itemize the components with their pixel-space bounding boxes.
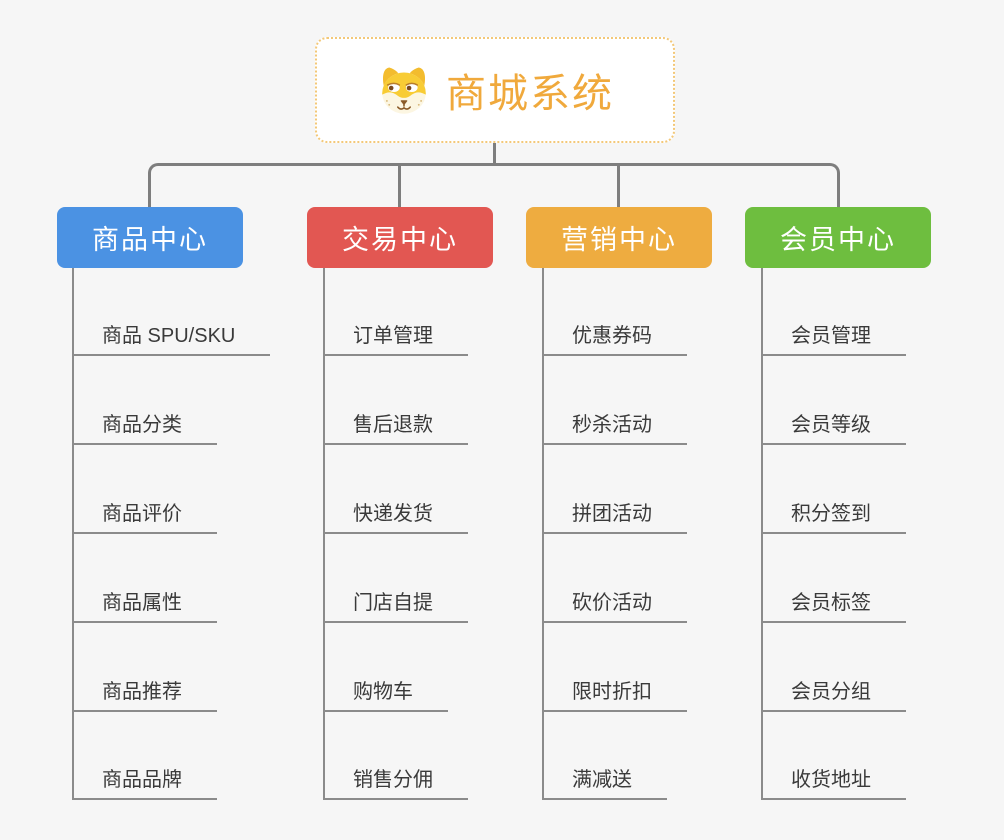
- leaf-topic[interactable]: 砍价活动: [542, 589, 687, 623]
- leaf-topic[interactable]: 秒杀活动: [542, 411, 687, 445]
- dog-face-icon: [376, 64, 432, 116]
- leaf-topic[interactable]: 商品评价: [72, 500, 217, 534]
- root-node[interactable]: 商城系统: [315, 37, 675, 143]
- branch-node-trade-center[interactable]: 交易中心: [307, 207, 493, 268]
- branch-node-member-center[interactable]: 会员中心: [745, 207, 931, 268]
- branch-drop-connector: [398, 166, 401, 207]
- leaf-topic[interactable]: 会员分组: [761, 678, 906, 712]
- leaf-topic[interactable]: 积分签到: [761, 500, 906, 534]
- leaf-topic[interactable]: 订单管理: [323, 322, 468, 356]
- branch-drop-connector: [617, 166, 620, 207]
- root-connector-stub: [493, 141, 496, 166]
- branch-spine: [761, 268, 763, 800]
- leaf-topic[interactable]: 限时折扣: [542, 678, 687, 712]
- leaf-topic[interactable]: 购物车: [323, 678, 448, 712]
- leaf-topic[interactable]: 优惠券码: [542, 322, 687, 356]
- leaf-topic[interactable]: 商品 SPU/SKU: [72, 322, 271, 356]
- branch-spine: [542, 268, 544, 800]
- leaf-topic[interactable]: 会员标签: [761, 589, 906, 623]
- leaf-topic[interactable]: 会员管理: [761, 322, 906, 356]
- leaf-topic[interactable]: 拼团活动: [542, 500, 687, 534]
- leaf-topic[interactable]: 收货地址: [761, 766, 906, 800]
- branch-spine: [72, 268, 74, 800]
- leaf-topic[interactable]: 会员等级: [761, 411, 906, 445]
- leaf-topic[interactable]: 满减送: [542, 766, 667, 800]
- leaf-topic[interactable]: 商品分类: [72, 411, 217, 445]
- leaf-topic[interactable]: 售后退款: [323, 411, 468, 445]
- branch-node-product-center[interactable]: 商品中心: [57, 207, 243, 268]
- leaf-topic[interactable]: 商品推荐: [72, 678, 217, 712]
- leaf-topic[interactable]: 商品属性: [72, 589, 217, 623]
- leaf-topic[interactable]: 商品品牌: [72, 766, 217, 800]
- leaf-topic[interactable]: 销售分佣: [323, 766, 468, 800]
- branch-spine: [323, 268, 325, 800]
- leaf-topic[interactable]: 快递发货: [323, 500, 468, 534]
- leaf-topic[interactable]: 门店自提: [323, 589, 468, 623]
- branch-bracket-connector: [148, 163, 840, 207]
- branch-children-product-center: 商品 SPU/SKU 商品分类 商品评价 商品属性 商品推荐 商品品牌: [72, 268, 352, 808]
- branch-children-marketing-center: 优惠券码 秒杀活动 拼团活动 砍价活动 限时折扣 满减送: [542, 268, 822, 808]
- branch-children-member-center: 会员管理 会员等级 积分签到 会员标签 会员分组 收货地址: [761, 268, 1004, 808]
- branch-children-trade-center: 订单管理 售后退款 快递发货 门店自提 购物车 销售分佣: [323, 268, 603, 808]
- root-title: 商城系统: [446, 72, 614, 116]
- branch-node-marketing-center[interactable]: 营销中心: [526, 207, 712, 268]
